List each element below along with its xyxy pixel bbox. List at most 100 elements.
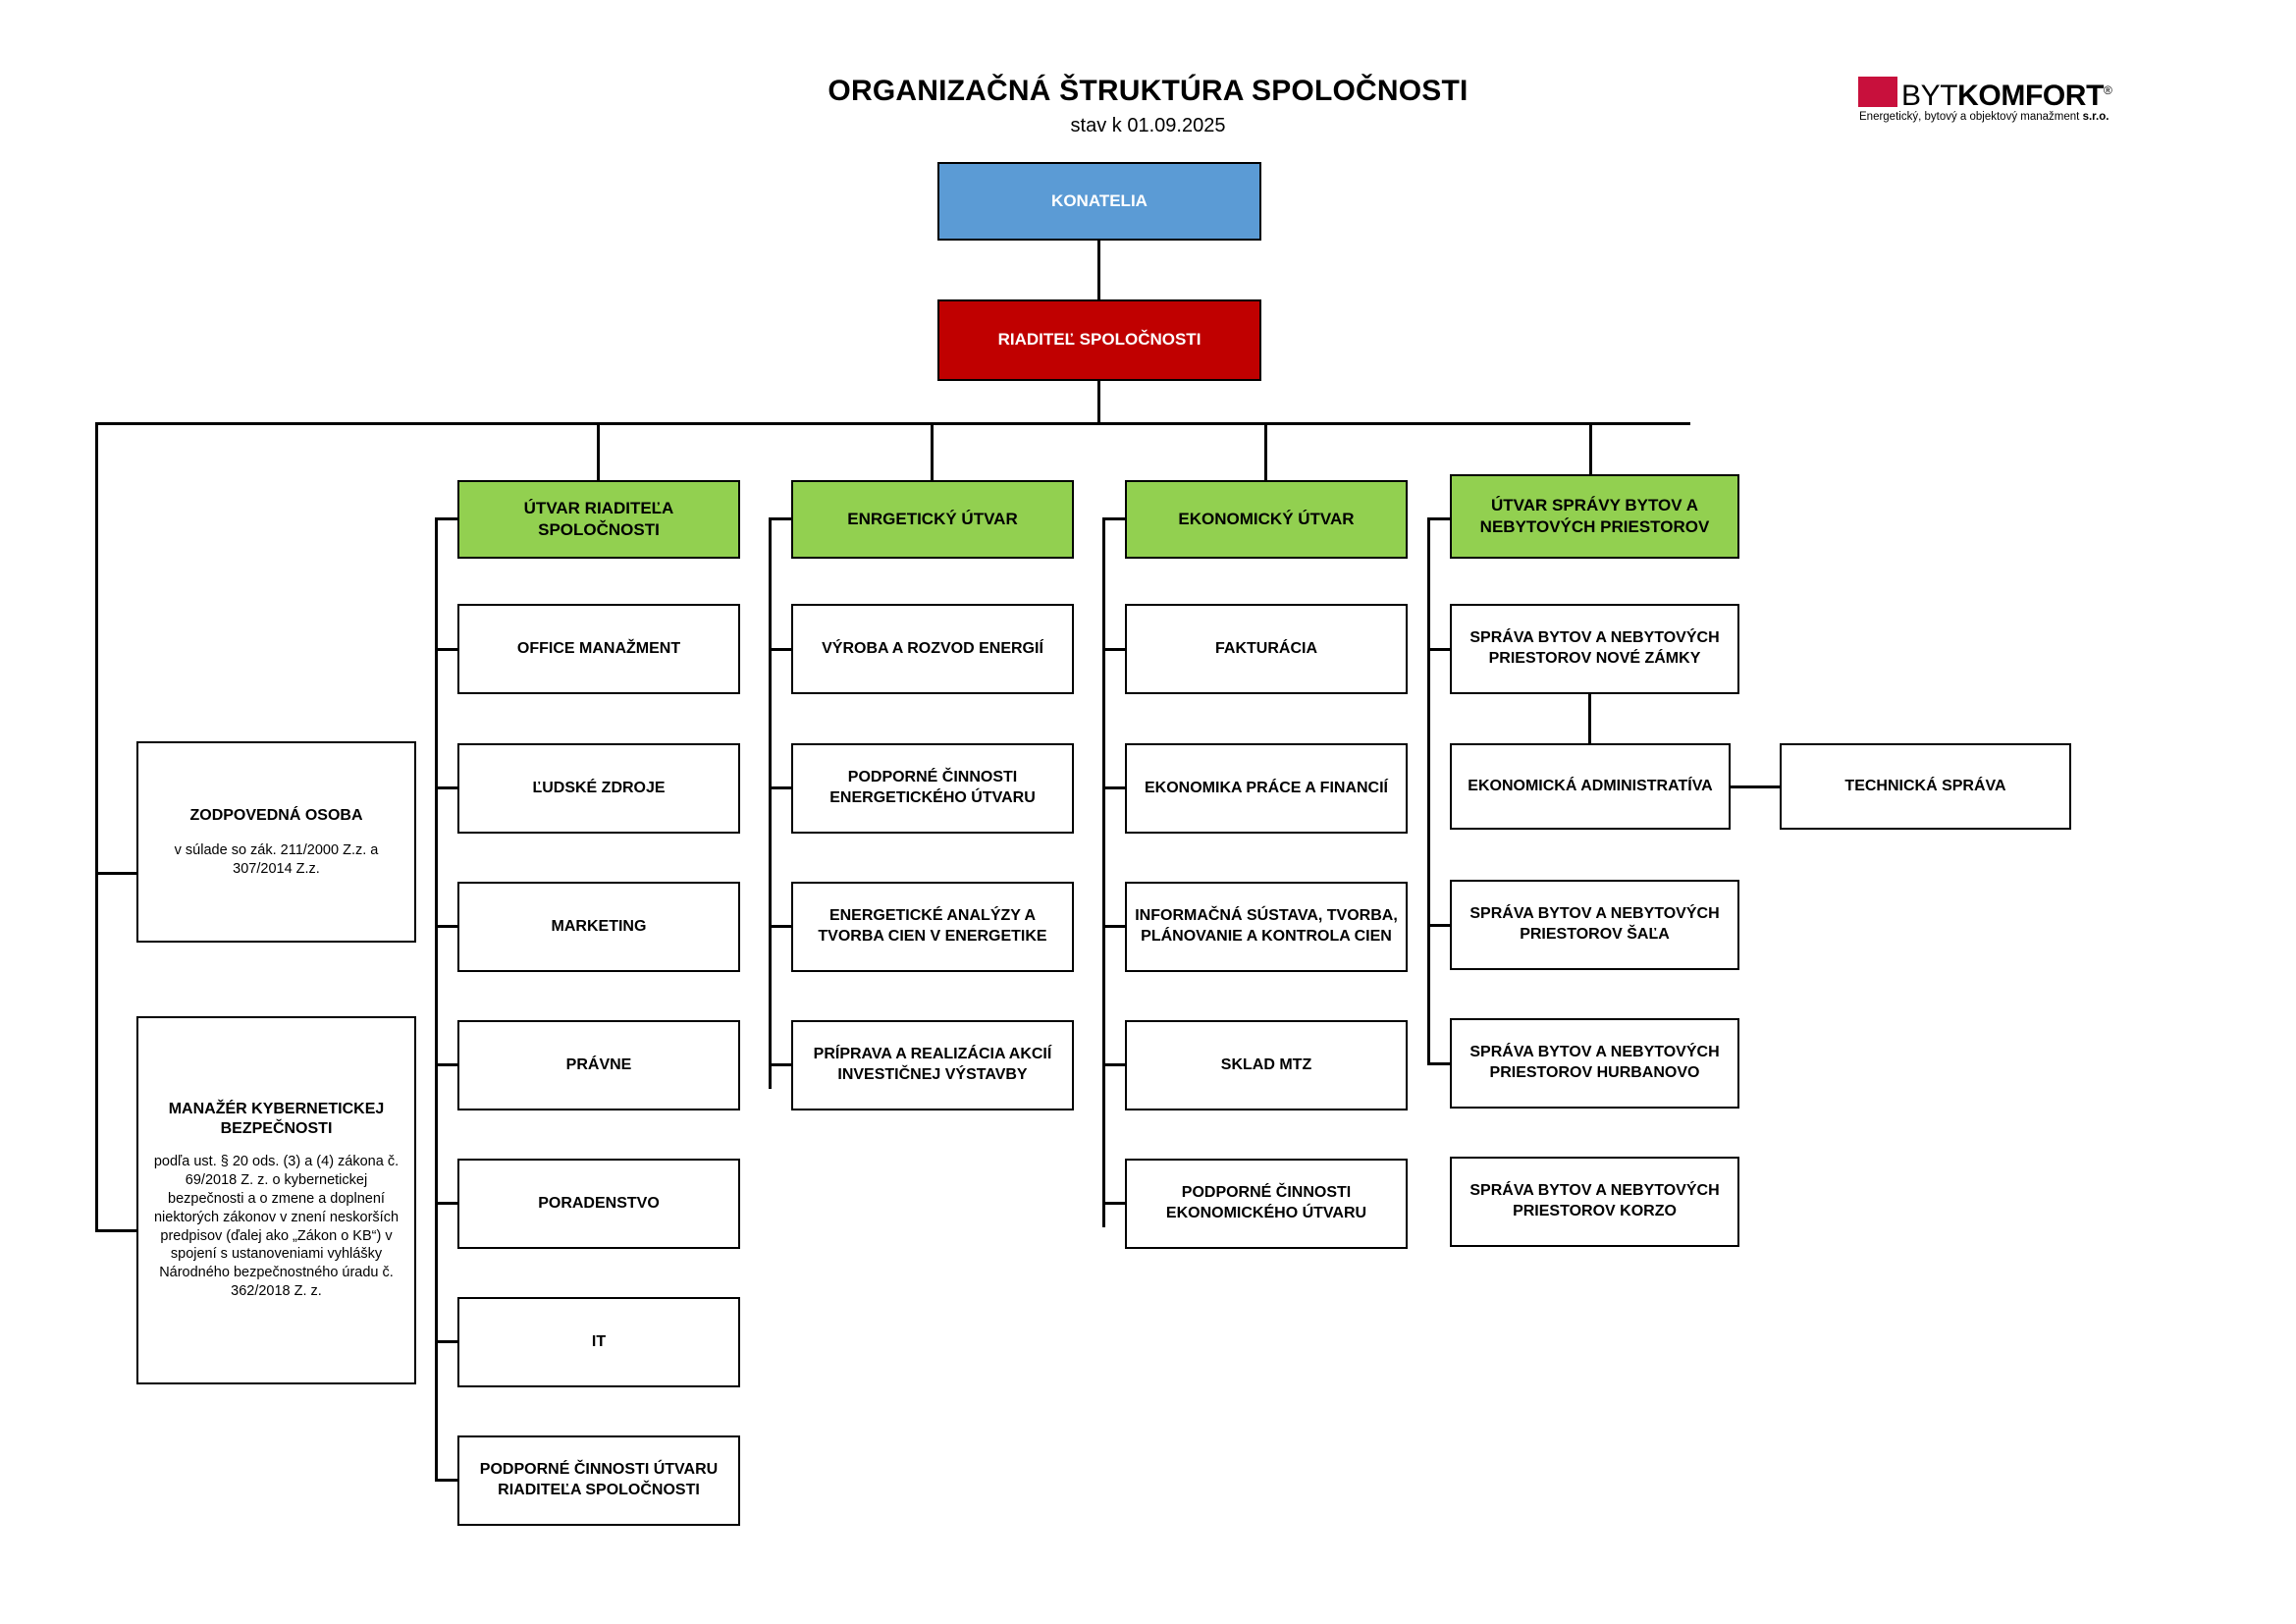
node-it[interactable]: IT: [457, 1297, 740, 1387]
connector-col3-stub-4: [1102, 1063, 1125, 1066]
connector-col4-stub-0: [1427, 517, 1450, 520]
node-pravne[interactable]: PRÁVNE: [457, 1020, 740, 1110]
node-dept-utvar-riaditela-spolocnosti[interactable]: ÚTVAR RIADITEĽA SPOLOČNOSTI: [457, 480, 740, 559]
node-zodpovedna-osoba[interactable]: ZODPOVEDNÁ OSOBA v súlade so zák. 211/20…: [136, 741, 416, 943]
node-dept-ekonomicky-utvar[interactable]: EKONOMICKÝ ÚTVAR: [1125, 480, 1408, 559]
connector-main-bus: [95, 422, 1690, 425]
connector-col2-stub-0: [769, 517, 791, 520]
connector-staff-stub-2: [95, 1229, 136, 1232]
node-body: podľa ust. § 20 ods. (3) a (4) zákona č.…: [153, 1154, 400, 1300]
node-podporne-cinnosti-ekonomickeho-utvaru[interactable]: PODPORNÉ ČINNOSTI EKONOMICKÉHO ÚTVARU: [1125, 1159, 1408, 1249]
connector-ekonomicka-to-technicka: [1729, 785, 1780, 788]
connector-bus-to-dept-1: [597, 422, 600, 480]
node-label: PODPORNÉ ČINNOSTI ÚTVARU RIADITEĽA SPOLO…: [479, 1461, 719, 1498]
node-sprava-bytov-sala[interactable]: SPRÁVA BYTOV A NEBYTOVÝCH PRIESTOROV ŠAĽ…: [1450, 880, 1739, 970]
node-label: EKONOMICKÝ ÚTVAR: [1178, 509, 1355, 528]
connector-col3-stub-3: [1102, 925, 1125, 928]
node-label: PORADENSTVO: [538, 1194, 660, 1212]
connector-col2-stub-1: [769, 648, 791, 651]
node-label: INFORMAČNÁ SÚSTAVA, TVORBA, PLÁNOVANIE A…: [1135, 907, 1398, 945]
connector-col1-spine: [435, 517, 438, 1482]
connector-col1-stub-0: [435, 517, 457, 520]
connector-col4-stub-3: [1427, 1062, 1450, 1065]
connector-nz-to-ekonomicka: [1588, 694, 1591, 745]
node-fakturacia[interactable]: FAKTURÁCIA: [1125, 604, 1408, 694]
logo-tagline: Energetický, bytový a objektový manažmen…: [1859, 110, 2109, 124]
logo-wordmark: BYTKOMFORT®: [1901, 73, 2112, 114]
connector-col2-spine: [769, 517, 772, 1089]
node-office-manazment[interactable]: OFFICE MANAŽMENT: [457, 604, 740, 694]
node-dept-utvar-spravy-bytov[interactable]: ÚTVAR SPRÁVY BYTOV A NEBYTOVÝCH PRIESTOR…: [1450, 474, 1739, 559]
connector-col1-stub-5: [435, 1202, 457, 1205]
node-ekonomicka-administrativa[interactable]: EKONOMICKÁ ADMINISTRATÍVA: [1450, 743, 1731, 830]
node-technicka-sprava[interactable]: TECHNICKÁ SPRÁVA: [1780, 743, 2071, 830]
node-energeticke-analyzy-a-tvorba-cien[interactable]: ENERGETICKÉ ANALÝZY A TVORBA CIEN V ENER…: [791, 882, 1074, 972]
node-label: OFFICE MANAŽMENT: [516, 639, 681, 657]
node-label: PODPORNÉ ČINNOSTI ENERGETICKÉHO ÚTVARU: [829, 769, 1036, 806]
node-ekonomika-prace-a-financii[interactable]: EKONOMIKA PRÁCE A FINANCIÍ: [1125, 743, 1408, 834]
connector-bus-to-dept-3: [1264, 422, 1267, 480]
registered-mark-icon: ®: [2104, 83, 2112, 97]
connector-col1-stub-3: [435, 925, 457, 928]
connector-col1-stub-4: [435, 1063, 457, 1066]
connector-col1-stub-7: [435, 1479, 457, 1482]
connector-top-to-director: [1097, 241, 1100, 299]
node-sprava-bytov-nove-zamky[interactable]: SPRÁVA BYTOV A NEBYTOVÝCH PRIESTOROV NOV…: [1450, 604, 1739, 694]
node-label: PODPORNÉ ČINNOSTI EKONOMICKÉHO ÚTVARU: [1165, 1184, 1367, 1221]
node-marketing[interactable]: MARKETING: [457, 882, 740, 972]
logo-tagline-suffix: s.r.o.: [2082, 111, 2109, 123]
node-priprava-a-realizacia-akcii[interactable]: PRÍPRAVA A REALIZÁCIA AKCIÍ INVESTIČNEJ …: [791, 1020, 1074, 1110]
node-dept-enrgeticky-utvar[interactable]: ENRGETICKÝ ÚTVAR: [791, 480, 1074, 559]
node-label: PRÍPRAVA A REALIZÁCIA AKCIÍ INVESTIČNEJ …: [813, 1046, 1052, 1083]
logo-word-bold: KOMFORT: [1957, 80, 2104, 112]
connector-staff-spine: [95, 422, 98, 1231]
node-podporne-cinnosti-utvaru-riaditela[interactable]: PODPORNÉ ČINNOSTI ÚTVARU RIADITEĽA SPOLO…: [457, 1435, 740, 1526]
node-label: FAKTURÁCIA: [1215, 639, 1317, 657]
node-label: MARKETING: [551, 917, 647, 935]
connector-director-to-bus: [1097, 381, 1100, 424]
node-label: PRÁVNE: [565, 1056, 632, 1073]
node-label: TECHNICKÁ SPRÁVA: [1844, 777, 2006, 794]
page-title: ORGANIZAČNÁ ŠTRUKTÚRA SPOLOČNOSTI: [828, 75, 1468, 107]
connector-bus-to-dept-2: [931, 422, 934, 480]
connector-col4-stub-1: [1427, 648, 1450, 651]
connector-col1-stub-2: [435, 786, 457, 789]
node-sprava-bytov-korzo[interactable]: SPRÁVA BYTOV A NEBYTOVÝCH PRIESTOROV KOR…: [1450, 1157, 1739, 1247]
node-heading: MANAŽÉR KYBERNETICKEJ BEZPEČNOSTI: [168, 1101, 385, 1138]
node-label: EKONOMICKÁ ADMINISTRATÍVA: [1468, 777, 1713, 794]
node-informacna-sustava[interactable]: INFORMAČNÁ SÚSTAVA, TVORBA, PLÁNOVANIE A…: [1125, 882, 1408, 972]
node-podporne-cinnosti-energetickeho-utvaru[interactable]: PODPORNÉ ČINNOSTI ENERGETICKÉHO ÚTVARU: [791, 743, 1074, 834]
connector-bus-to-dept-4: [1589, 422, 1592, 480]
node-label: SPRÁVA BYTOV A NEBYTOVÝCH PRIESTOROV NOV…: [1469, 629, 1720, 667]
node-label: ĽUDSKÉ ZDROJE: [532, 779, 666, 796]
node-sprava-bytov-hurbanovo[interactable]: SPRÁVA BYTOV A NEBYTOVÝCH PRIESTOROV HUR…: [1450, 1018, 1739, 1109]
connector-staff-stub-1: [95, 872, 136, 875]
node-body: v súlade so zák. 211/2000 Z.z. a 307/201…: [174, 841, 379, 877]
node-label: SPRÁVA BYTOV A NEBYTOVÝCH PRIESTOROV ŠAĽ…: [1469, 905, 1720, 943]
logo-tagline-prefix: Energetický, bytový a objektový manažmen…: [1859, 111, 2083, 123]
node-manazer-kybernetickej-bezpecnosti[interactable]: MANAŽÉR KYBERNETICKEJ BEZPEČNOSTI podľa …: [136, 1016, 416, 1384]
node-ludske-zdroje[interactable]: ĽUDSKÉ ZDROJE: [457, 743, 740, 834]
connector-col2-stub-4: [769, 1063, 791, 1066]
node-vyroba-a-rozvod-energii[interactable]: VÝROBA A ROZVOD ENERGIÍ: [791, 604, 1074, 694]
connector-col3-stub-5: [1102, 1202, 1125, 1205]
connector-col3-stub-0: [1102, 517, 1125, 520]
node-label: IT: [591, 1332, 607, 1350]
node-riaditel-spolocnosti[interactable]: RIADITEĽ SPOLOČNOSTI: [937, 299, 1261, 381]
node-label: EKONOMIKA PRÁCE A FINANCIÍ: [1145, 779, 1388, 796]
node-label: SPRÁVA BYTOV A NEBYTOVÝCH PRIESTOROV KOR…: [1469, 1182, 1720, 1219]
node-konatelia[interactable]: KONATELIA: [937, 162, 1261, 241]
connector-col1-stub-1: [435, 648, 457, 651]
node-label: ÚTVAR SPRÁVY BYTOV A NEBYTOVÝCH PRIESTOR…: [1479, 495, 1710, 536]
connector-col3-stub-1: [1102, 648, 1125, 651]
node-label: ENERGETICKÉ ANALÝZY A TVORBA CIEN V ENER…: [818, 907, 1047, 945]
connector-col2-stub-2: [769, 786, 791, 789]
connector-col4-spine: [1427, 517, 1430, 1062]
logo-word-light: BYT: [1901, 80, 1958, 112]
node-sklad-mtz[interactable]: SKLAD MTZ: [1125, 1020, 1408, 1110]
node-label: SKLAD MTZ: [1220, 1056, 1312, 1073]
node-label: ÚTVAR RIADITEĽA SPOLOČNOSTI: [523, 498, 674, 539]
node-poradenstvo[interactable]: PORADENSTVO: [457, 1159, 740, 1249]
connector-col3-stub-2: [1102, 786, 1125, 789]
page-subtitle: stav k 01.09.2025: [1070, 115, 1226, 136]
